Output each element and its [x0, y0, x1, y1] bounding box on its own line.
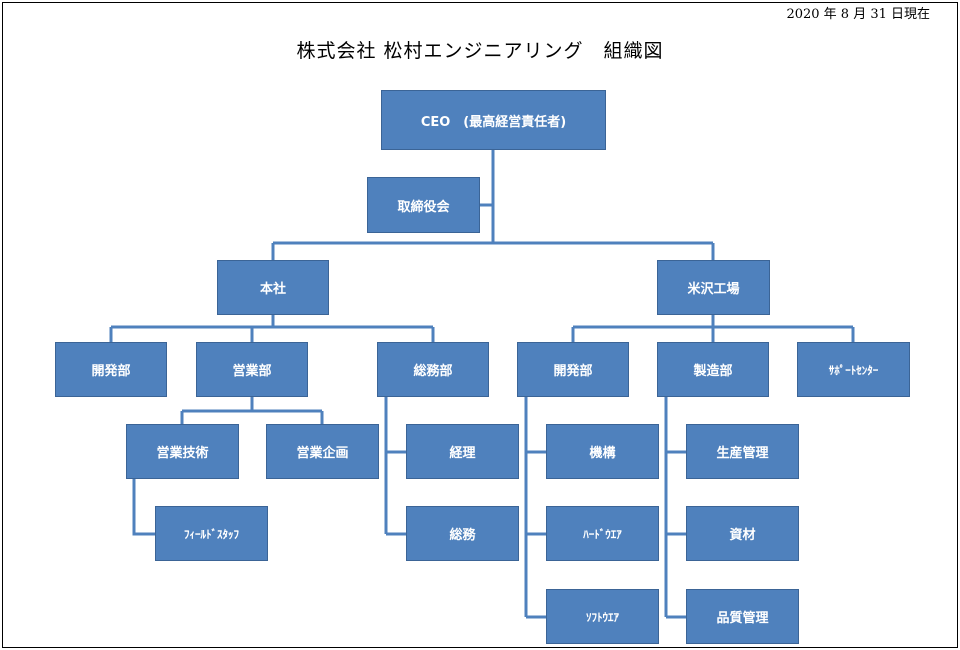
connector-mfg-children	[664, 397, 686, 619]
as-of-date: 2020 年 8 月 31 日現在	[786, 7, 930, 22]
connector-ga-children	[384, 397, 406, 536]
connector-level1-drops	[271, 243, 715, 260]
node-sales-tech: 営業技術	[126, 424, 239, 479]
connector-sales-children	[180, 397, 324, 424]
connector-ydev-children	[524, 397, 546, 619]
node-hardware: ﾊｰﾄﾞｳｴｱ	[546, 506, 659, 561]
node-yonezawa: 米沢工場	[657, 260, 770, 315]
node-software: ｿﾌﾄｳｴｱ	[546, 589, 659, 644]
node-manufacturing: 製造部	[657, 342, 769, 397]
node-general-affairs: 総務部	[377, 342, 489, 397]
node-honsha: 本社	[217, 260, 329, 315]
node-sales-planning: 営業企画	[266, 424, 379, 479]
connector-honsha-children	[109, 315, 435, 342]
node-yonezawa-dev: 開発部	[517, 342, 629, 397]
chart-title: 株式会社 松村エンジニアリング 組織図	[296, 40, 664, 62]
node-board: 取締役会	[367, 177, 480, 233]
node-support-center: ｻﾎﾟｰﾄｾﾝﾀｰ	[797, 342, 910, 397]
connector-field-staff	[132, 479, 155, 536]
node-ceo: CEO (最高経営責任者)	[381, 90, 606, 150]
connector-yonezawa-children	[571, 315, 855, 342]
node-accounting: 経理	[406, 424, 519, 479]
node-honsha-dev: 開発部	[55, 342, 167, 397]
node-field-staff: ﾌｨｰﾙﾄﾞｽﾀｯﾌ	[155, 506, 268, 561]
node-sales: 営業部	[196, 342, 308, 397]
node-materials: 資材	[686, 506, 799, 561]
node-quality-mgmt: 品質管理	[686, 589, 799, 644]
node-mechanism: 機構	[546, 424, 659, 479]
node-production-mgmt: 生産管理	[686, 424, 799, 479]
node-ga-section: 総務	[406, 506, 519, 561]
